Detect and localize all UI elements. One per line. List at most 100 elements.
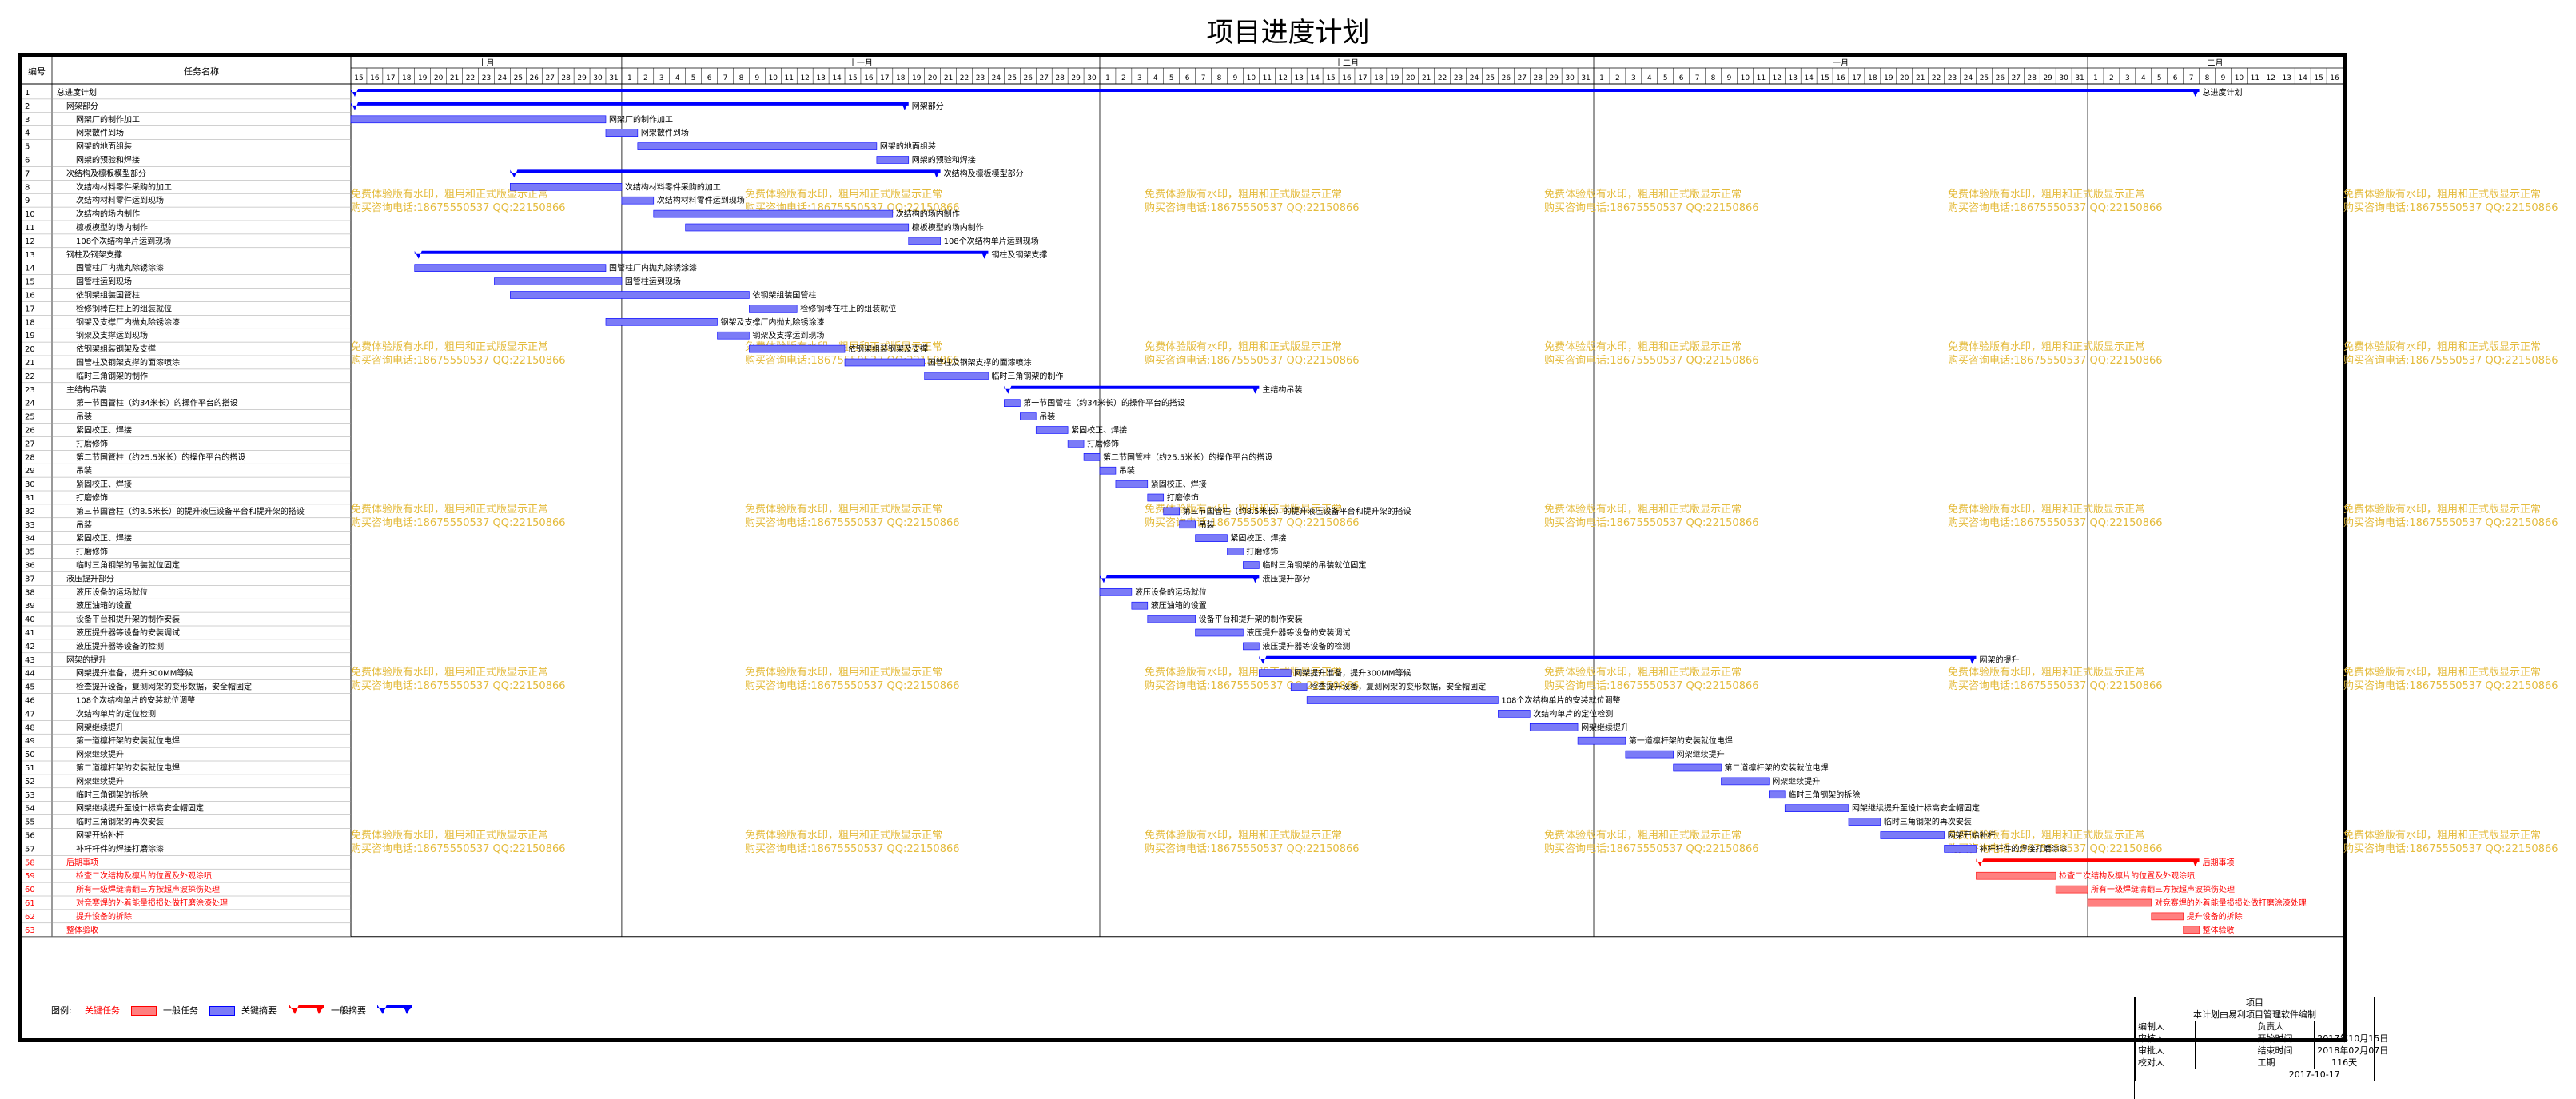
day-label: 8 [1711,74,1716,82]
bar-label: 临时三角钢架的拆除 [1788,790,1860,800]
summary-bar[interactable] [414,250,989,259]
summary-bar[interactable] [1004,385,1260,394]
day-label: 25 [1980,74,1989,82]
task-bar[interactable] [1880,831,1945,839]
day-label: 20 [928,74,938,82]
task-bar[interactable] [494,277,623,285]
row-task-name: 第一道檩杆架的安装就位电焊 [76,735,180,746]
task-bar[interactable] [653,209,894,218]
task-bar[interactable] [1944,845,1977,853]
row-id: 45 [25,683,35,692]
day-label: 5 [1169,74,1174,82]
watermark-line1: 免费体验版有水印，粗用和正式版显示正常 [1544,829,1742,842]
row-id: 35 [25,548,35,557]
bar-label: 网架继续提升 [1581,722,1629,732]
task-bar[interactable] [924,372,989,380]
task-bar[interactable] [350,115,607,124]
summary-bar[interactable] [510,169,941,178]
task-bar[interactable] [1083,452,1101,461]
bar-label: 网架继续提升 [1677,749,1725,759]
task-bar[interactable] [1290,683,1308,691]
day-label: 19 [1390,74,1399,82]
task-bar[interactable] [510,183,623,191]
task-bar[interactable] [1147,615,1196,623]
task-bar[interactable] [2087,898,2152,907]
summary-bar[interactable] [1099,575,1260,583]
day-label: 22 [960,74,969,82]
task-bar[interactable] [1067,440,1085,448]
task-bar[interactable] [749,305,798,313]
summary-bar[interactable] [1976,858,2200,867]
day-label: 23 [976,74,985,82]
task-bar[interactable] [1179,520,1196,529]
task-bar[interactable] [1195,534,1228,543]
task-bar[interactable] [1115,480,1149,488]
task-bar[interactable] [621,196,655,205]
task-bar[interactable] [685,223,910,232]
task-bar[interactable] [1769,790,1786,799]
task-bar[interactable] [1131,601,1149,610]
task-bar[interactable] [1784,804,1849,813]
task-bar[interactable] [749,344,846,353]
task-bar[interactable] [414,264,607,273]
task-bar[interactable] [1259,669,1292,678]
task-bar[interactable] [1529,723,1579,731]
task-bar[interactable] [908,237,941,245]
day-label: 23 [1454,74,1463,82]
row-task-name: 紧固校正、焊接 [76,533,132,544]
day-label: 15 [1326,74,1335,82]
info-owner-label: 负责人 [2254,1021,2315,1033]
task-bar[interactable] [717,331,750,340]
watermark-line2: 购买咨询电话:18675550537 QQ:22150866 [1948,201,2163,214]
task-bar[interactable] [1976,871,2056,880]
task-bar[interactable] [1020,412,1037,420]
task-bar[interactable] [1035,426,1069,434]
watermark-line2: 购买咨询电话:18675550537 QQ:22150866 [2343,201,2558,214]
task-bar[interactable] [1577,736,1626,745]
day-label: 20 [1406,74,1415,82]
task-bar[interactable] [1163,507,1180,516]
bar-label: 第二节国管柱（约25.5米长）的操作平台的搭设 [1103,452,1272,462]
task-bar[interactable] [1099,587,1133,596]
task-bar[interactable] [1848,818,1881,826]
task-bar[interactable] [605,317,718,326]
watermark-line2: 购买咨询电话:18675550537 QQ:22150866 [2343,354,2558,367]
task-bar[interactable] [605,129,639,137]
task-bar[interactable] [1306,696,1499,704]
task-bar[interactable] [876,156,910,164]
task-bar[interactable] [1227,548,1244,555]
task-bar[interactable] [1498,710,1531,718]
summary-bar[interactable] [351,89,2200,97]
month-label: 一月 [1833,58,1849,68]
task-bar[interactable] [2151,912,2184,921]
row-id: 28 [25,453,35,462]
task-bar[interactable] [2055,885,2088,894]
task-bar[interactable] [1625,750,1674,759]
task-bar[interactable] [1673,763,1722,772]
task-bar[interactable] [1721,777,1770,786]
bar-label: 网架厂的制作加工 [609,114,673,125]
task-bar[interactable] [2183,926,2200,934]
bar-label: 国管柱厂内抛丸除锈涂漆 [609,263,697,273]
row-task-name: 紧固校正、焊接 [76,479,132,489]
task-bar[interactable] [1147,493,1165,502]
task-bar[interactable] [510,291,750,299]
day-label: 4 [675,74,680,82]
day-label: 9 [2221,74,2226,82]
task-bar[interactable] [1243,561,1260,569]
task-bar[interactable] [1243,642,1260,651]
day-label: 5 [2157,74,2162,82]
day-label: 28 [1534,74,1543,82]
task-bar[interactable] [1004,399,1021,408]
summary-bar[interactable] [1259,655,1977,664]
summary-bar[interactable] [351,102,909,110]
task-bar[interactable] [844,358,925,367]
task-bar[interactable] [637,142,878,150]
watermark-line1: 免费体验版有水印，粗用和正式版显示正常 [2343,503,2541,516]
task-bar[interactable] [1195,628,1244,637]
task-bar[interactable] [1099,466,1117,475]
row-id: 4 [25,129,30,138]
day-label: 3 [1137,74,1142,82]
